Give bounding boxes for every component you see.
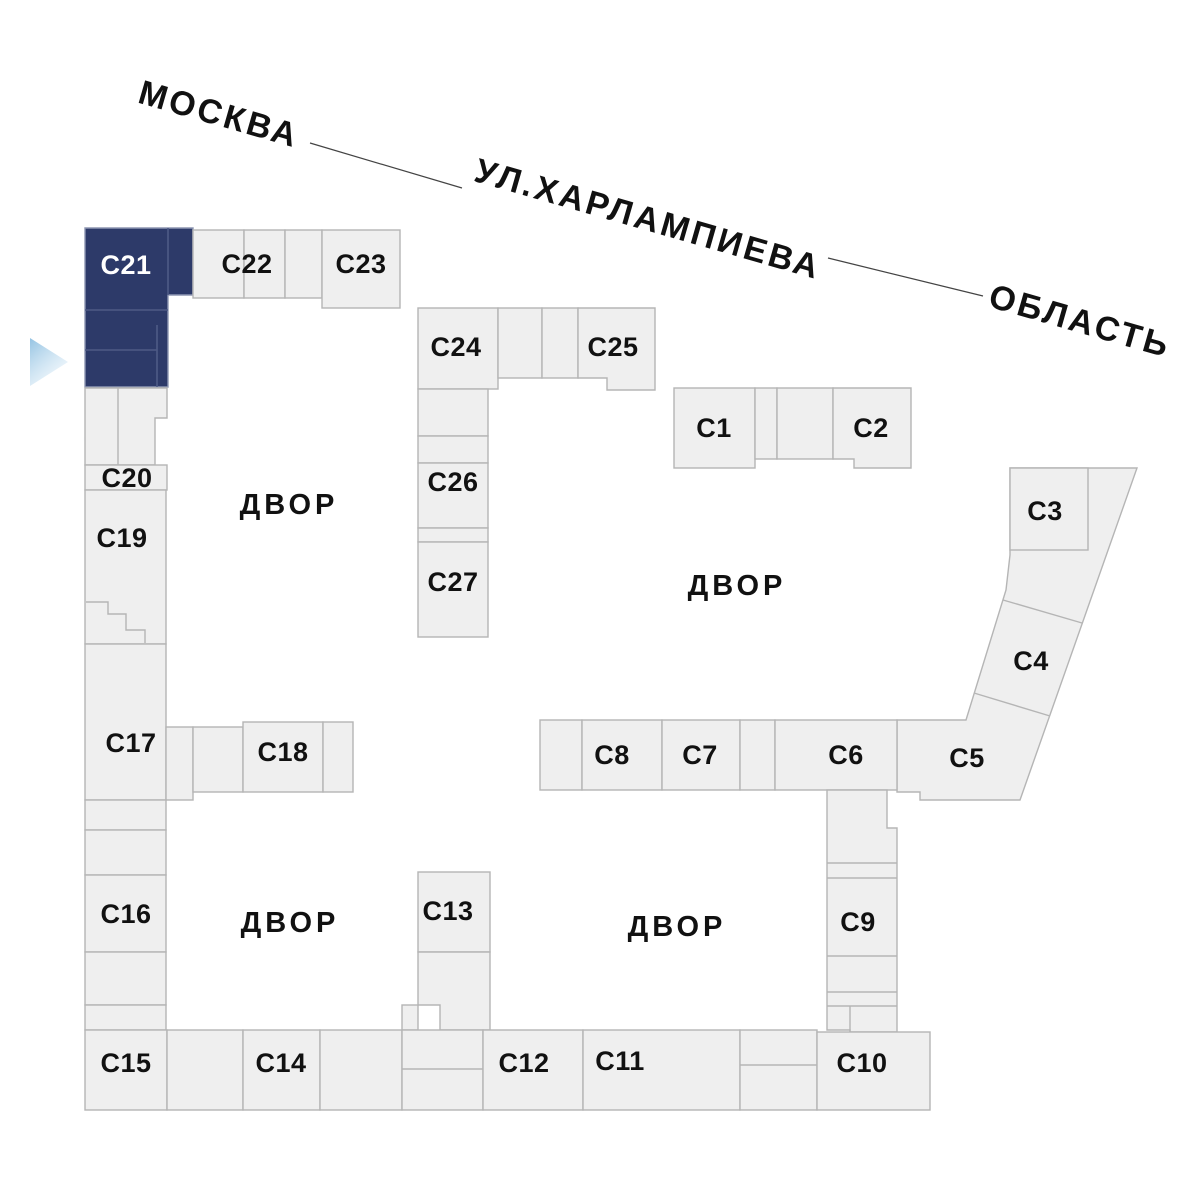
building-c10[interactable]	[816, 1031, 931, 1111]
courtyard-label-4: ДВОР	[628, 911, 727, 943]
building-c20-section-top[interactable]	[84, 387, 168, 466]
building-c22-section-1[interactable]	[192, 229, 245, 299]
building-c6-c9-group: C8 C7 C6 C9	[539, 719, 898, 1033]
building-c17-section-2[interactable]	[165, 726, 194, 801]
building-c16[interactable]	[84, 874, 167, 953]
building-c19-step-divider	[86, 601, 146, 643]
building-c16-section-4[interactable]	[84, 1004, 167, 1031]
building-c26[interactable]	[417, 462, 489, 529]
building-c14[interactable]	[242, 1029, 321, 1111]
building-c10-section-1[interactable]	[739, 1029, 818, 1111]
building-c27-label: C27	[427, 567, 478, 597]
building-c25[interactable]	[577, 307, 656, 391]
building-c2[interactable]	[832, 387, 912, 469]
building-c16-section-3[interactable]	[84, 951, 167, 1006]
building-c15[interactable]	[84, 1029, 168, 1111]
building-c20-label: C20	[101, 463, 152, 493]
building-c16-label: C16	[100, 899, 151, 929]
building-c17[interactable]	[84, 643, 167, 801]
building-c4-c5-divider	[973, 692, 1051, 717]
building-c1[interactable]	[673, 387, 756, 469]
building-c22-label: C22	[221, 249, 272, 279]
building-c12-label: C12	[498, 1048, 549, 1078]
building-c4-label: C4	[1013, 646, 1049, 676]
building-c13-label: C13	[422, 896, 473, 926]
building-c23[interactable]	[321, 229, 401, 309]
building-c24[interactable]	[417, 307, 499, 390]
street-label-moskva: МОСКВА	[134, 73, 304, 155]
building-c6-label: C6	[828, 740, 864, 770]
building-c1-section-2[interactable]	[754, 387, 778, 460]
building-c15-label: C15	[100, 1048, 151, 1078]
building-c16-section-1[interactable]	[84, 799, 167, 831]
building-c24-section-2[interactable]	[497, 307, 543, 379]
building-c22-c23-group: C22 C23	[192, 229, 401, 309]
building-c14-label: C14	[255, 1048, 306, 1078]
building-c19-label: C19	[96, 523, 147, 553]
building-c8-label: C8	[594, 740, 630, 770]
building-c18[interactable]	[242, 721, 324, 793]
building-c18-section-2[interactable]	[322, 721, 354, 793]
building-c3-c4-divider	[1002, 599, 1083, 624]
building-c26-section-2[interactable]	[417, 435, 489, 464]
building-c23-label: C23	[335, 249, 386, 279]
building-c26-section-1[interactable]	[417, 388, 489, 437]
building-c22-section-2[interactable]	[243, 229, 286, 299]
building-c25-label: C25	[587, 332, 638, 362]
building-c3-c4-c5-group: C3 C4 C5	[896, 467, 1138, 801]
building-c7-section-2[interactable]	[739, 719, 776, 791]
arrow-right-icon	[30, 338, 68, 386]
building-c5-label: C5	[949, 743, 985, 773]
building-c24-label: C24	[430, 332, 481, 362]
building-c5[interactable]	[896, 467, 1138, 801]
building-c2-label: C2	[853, 413, 889, 443]
building-c14-section-2[interactable]	[319, 1029, 403, 1111]
building-c22-section-3[interactable]	[284, 229, 323, 299]
building-c1-c2-group: C1 C2	[673, 387, 912, 469]
building-c7-label: C7	[682, 740, 718, 770]
courtyard-label-2: ДВОР	[688, 570, 787, 602]
building-c27-section-1[interactable]	[417, 527, 489, 543]
building-c21-label: C21	[100, 250, 151, 280]
building-c6[interactable]	[774, 719, 898, 791]
building-c1-label: C1	[696, 413, 732, 443]
building-c17-label: C17	[105, 728, 156, 758]
building-c15-section-2[interactable]	[166, 1029, 244, 1111]
building-c3[interactable]	[1009, 467, 1089, 551]
street-divider-line-1	[309, 142, 463, 189]
building-c18-label: C18	[257, 737, 308, 767]
building-c16-c20-group: C20 C19 C17 C18 C16	[84, 387, 354, 1031]
building-c24-c27-group: C24 C25 C26 C27	[417, 307, 656, 638]
building-c12[interactable]	[482, 1029, 584, 1111]
building-c25-section-1[interactable]	[541, 307, 579, 379]
building-c8[interactable]	[581, 719, 663, 791]
building-c27[interactable]	[417, 541, 489, 638]
building-c8-section-1[interactable]	[539, 719, 583, 791]
street-label-oblast: ОБЛАСТЬ	[985, 277, 1176, 365]
courtyard-label-1: ДВОР	[240, 489, 339, 521]
bottom-row-group: C15 C14 C12 C11 C10	[84, 1029, 931, 1111]
building-c16-section-2[interactable]	[84, 829, 167, 876]
building-c26-label: C26	[427, 467, 478, 497]
courtyard-label-3: ДВОР	[241, 907, 340, 939]
building-c13-group: C13	[401, 871, 491, 1031]
building-c3-label: C3	[1027, 496, 1063, 526]
courtyard-labels: ДВОР ДВОР ДВОР ДВОР	[240, 489, 787, 943]
building-c11-label: C11	[595, 1046, 645, 1076]
building-c9-label: C9	[840, 907, 876, 937]
building-c10-label: C10	[836, 1048, 887, 1078]
building-c2-section-1[interactable]	[776, 387, 834, 460]
building-c13-section-3[interactable]	[401, 1004, 419, 1031]
street-divider-line-2	[827, 257, 984, 297]
street-label-kharlampieva: УЛ.ХАРЛАМПИЕВА	[470, 152, 825, 287]
building-c12-section-1[interactable]	[401, 1029, 484, 1111]
building-c17-section-3[interactable]	[192, 726, 244, 793]
building-c21-group: C21	[84, 227, 194, 388]
building-c13-section-2[interactable]	[417, 951, 491, 1031]
